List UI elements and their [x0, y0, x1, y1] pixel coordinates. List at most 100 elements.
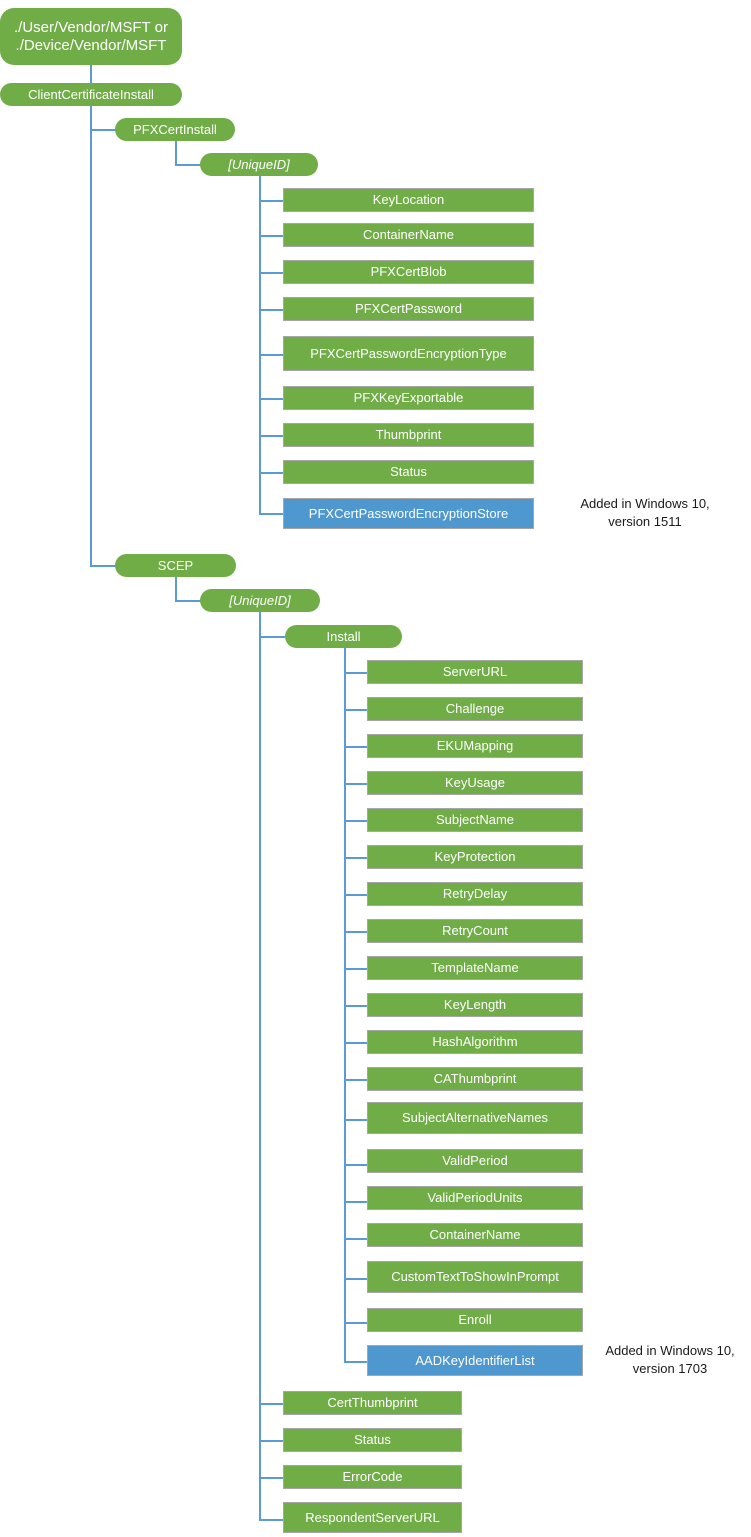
- connector-install-child-16: [344, 1238, 368, 1240]
- node-subjectalternativenames[interactable]: SubjectAlternativeNames: [367, 1102, 583, 1134]
- connector-scep-to-uniqueid-h: [175, 600, 201, 602]
- connector-install-child-6: [344, 857, 368, 859]
- node-keyprotection[interactable]: KeyProtection: [367, 845, 583, 869]
- node-keylength[interactable]: KeyLength: [367, 993, 583, 1017]
- node-customtexttoshowinprompt[interactable]: CustomTextToShowInPrompt: [367, 1261, 583, 1293]
- connector-trunk-to-pfxcertinstall: [90, 129, 116, 131]
- node-containername-scep[interactable]: ContainerName: [367, 1223, 583, 1247]
- node-keyusage[interactable]: KeyUsage: [367, 771, 583, 795]
- node-validperiod-label: ValidPeriod: [442, 1153, 508, 1169]
- node-containername-scep-label: ContainerName: [429, 1227, 521, 1243]
- connector-pfxcertinstall-to-uniqueid-h: [175, 164, 201, 166]
- annotation-aadkeyidentifierlist: Added in Windows 10, version 1703: [605, 1343, 735, 1376]
- connector-pfx-uniqueid-trunk: [259, 176, 261, 514]
- node-pfx-uniqueid[interactable]: [UniqueID]: [200, 153, 318, 176]
- node-pfxkeyexportable[interactable]: PFXKeyExportable: [283, 386, 534, 410]
- node-thumbprint[interactable]: Thumbprint: [283, 423, 534, 447]
- connector-install-child-14: [344, 1164, 368, 1166]
- node-scep-uniqueid-label: [UniqueID]: [229, 592, 291, 608]
- node-install[interactable]: Install: [285, 625, 402, 648]
- connector-pfx-child-4: [259, 309, 284, 311]
- node-retrydelay[interactable]: RetryDelay: [367, 882, 583, 906]
- node-pfxcertinstall[interactable]: PFXCertInstall: [115, 118, 235, 141]
- node-serverurl-label: ServerURL: [442, 664, 508, 680]
- connector-pfx-child-9: [259, 513, 284, 515]
- connector-pfx-child-8: [259, 472, 284, 474]
- connector-pfx-child-1: [259, 200, 284, 202]
- connector-pfx-child-5: [259, 354, 284, 356]
- connector-pfx-child-2: [259, 235, 284, 237]
- node-enroll[interactable]: Enroll: [367, 1308, 583, 1332]
- node-pfxcertpasswordencryptionstore[interactable]: PFXCertPasswordEncryptionStore: [283, 498, 534, 529]
- node-hashalgorithm[interactable]: HashAlgorithm: [367, 1030, 583, 1054]
- node-validperiodunits[interactable]: ValidPeriodUnits: [367, 1186, 583, 1210]
- node-challenge-label: Challenge: [445, 701, 505, 717]
- node-status-scep[interactable]: Status: [283, 1428, 462, 1452]
- node-status-scep-label: Status: [354, 1432, 391, 1448]
- connector-install-child-7: [344, 894, 368, 896]
- node-pfxcertpasswordencryptiontype[interactable]: PFXCertPasswordEncryptionType: [283, 336, 534, 371]
- connector-trunk-to-scep: [90, 565, 116, 567]
- node-status-pfx[interactable]: Status: [283, 460, 534, 484]
- node-templatename[interactable]: TemplateName: [367, 956, 583, 980]
- connector-pfx-child-3: [259, 272, 284, 274]
- connector-install-child-9: [344, 968, 368, 970]
- node-subjectalternativenames-label: SubjectAlternativeNames: [402, 1110, 548, 1126]
- node-retrycount[interactable]: RetryCount: [367, 919, 583, 943]
- node-pfxcertpassword-label: PFXCertPassword: [355, 301, 462, 317]
- node-validperiodunits-label: ValidPeriodUnits: [427, 1190, 523, 1206]
- node-keyusage-label: KeyUsage: [445, 775, 505, 791]
- node-certthumbprint-label: CertThumbprint: [327, 1395, 418, 1411]
- node-serverurl[interactable]: ServerURL: [367, 660, 583, 684]
- connector-root-to-level1: [90, 64, 92, 83]
- node-pfxkeyexportable-label: PFXKeyExportable: [353, 390, 464, 406]
- node-pfxcertblob-label: PFXCertBlob: [370, 264, 447, 280]
- node-pfxcertpasswordencryptiontype-label: PFXCertPasswordEncryptionType: [310, 345, 507, 361]
- connector-install-child-10: [344, 1005, 368, 1007]
- node-keylocation[interactable]: KeyLocation: [283, 188, 534, 212]
- node-pfxcertblob[interactable]: PFXCertBlob: [283, 260, 534, 284]
- node-certthumbprint[interactable]: CertThumbprint: [283, 1391, 462, 1415]
- node-respondentserverurl[interactable]: RespondentServerURL: [283, 1502, 462, 1533]
- connector-install-child-5: [344, 820, 368, 822]
- node-containername-pfx[interactable]: ContainerName: [283, 223, 534, 247]
- connector-install-child-12: [344, 1079, 368, 1081]
- node-aadkeyidentifierlist-label: AADKeyIdentifierList: [415, 1352, 535, 1368]
- connector-pfx-child-6: [259, 398, 284, 400]
- node-aadkeyidentifierlist[interactable]: AADKeyIdentifierList: [367, 1345, 583, 1376]
- node-subjectname-label: SubjectName: [435, 812, 515, 828]
- connector-pfx-child-7: [259, 435, 284, 437]
- node-retrydelay-label: RetryDelay: [442, 886, 508, 902]
- node-keyprotection-label: KeyProtection: [434, 849, 516, 865]
- connector-scep-uid-child-4: [259, 1519, 284, 1521]
- node-hashalgorithm-label: HashAlgorithm: [432, 1034, 518, 1050]
- node-respondentserverurl-label: RespondentServerURL: [305, 1509, 440, 1525]
- node-pfxcertinstall-label: PFXCertInstall: [133, 121, 217, 137]
- node-ekumapping[interactable]: EKUMapping: [367, 734, 583, 758]
- node-validperiod[interactable]: ValidPeriod: [367, 1149, 583, 1173]
- node-errorcode[interactable]: ErrorCode: [283, 1465, 462, 1489]
- connector-install-child-13: [344, 1119, 368, 1121]
- connector-install-child-19: [344, 1361, 368, 1363]
- node-scep-uniqueid[interactable]: [UniqueID]: [200, 589, 320, 612]
- connector-install-child-3: [344, 746, 368, 748]
- node-pfx-uniqueid-label: [UniqueID]: [228, 156, 290, 172]
- node-templatename-label: TemplateName: [431, 960, 519, 976]
- connector-install-child-4: [344, 783, 368, 785]
- node-ekumapping-label: EKUMapping: [436, 738, 514, 754]
- node-challenge[interactable]: Challenge: [367, 697, 583, 721]
- connector-level1-trunk: [90, 105, 92, 566]
- node-cathumbprint[interactable]: CAThumbprint: [367, 1067, 583, 1091]
- node-pfxcertpassword[interactable]: PFXCertPassword: [283, 297, 534, 321]
- node-scep[interactable]: SCEP: [115, 554, 236, 577]
- node-root[interactable]: ./User/Vendor/MSFT or ./Device/Vendor/MS…: [0, 8, 182, 65]
- connector-scep-uid-child-2: [259, 1440, 284, 1442]
- node-scep-label: SCEP: [157, 557, 194, 573]
- node-keylocation-label: KeyLocation: [372, 192, 445, 208]
- node-thumbprint-label: Thumbprint: [375, 427, 442, 443]
- connector-install-child-8: [344, 931, 368, 933]
- node-clientcertificateinstall[interactable]: ClientCertificateInstall: [0, 83, 182, 106]
- node-clientcertificateinstall-label: ClientCertificateInstall: [28, 86, 154, 102]
- node-subjectname[interactable]: SubjectName: [367, 808, 583, 832]
